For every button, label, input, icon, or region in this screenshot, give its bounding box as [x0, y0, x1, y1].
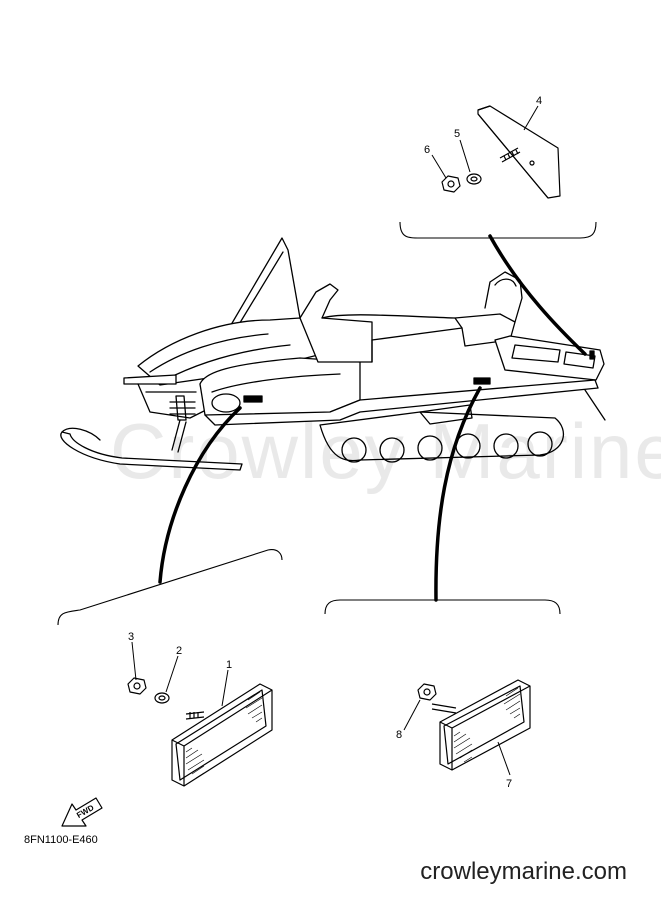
snowmobile-illustration — [60, 237, 606, 471]
callout-leaders-right — [403, 699, 511, 776]
callout-3: 3 — [128, 631, 134, 643]
plate-4-drawing — [441, 105, 561, 199]
callout-2: 2 — [176, 645, 182, 657]
callout-1: 1 — [226, 659, 232, 671]
callout-7: 7 — [506, 778, 512, 790]
detail-panel-top — [399, 221, 597, 239]
reflector-1-drawing — [127, 677, 273, 787]
leader-lines — [158, 234, 587, 602]
part-code-label: 8FN1100-E460 — [24, 834, 98, 846]
detail-panel-right — [324, 599, 561, 615]
callout-4: 4 — [536, 95, 542, 107]
callout-leaders-top — [431, 105, 539, 179]
detail-panel-left — [57, 549, 283, 626]
callout-8: 8 — [396, 729, 402, 741]
callout-6: 6 — [424, 144, 430, 156]
callout-5: 5 — [454, 128, 460, 140]
reflector-7-drawing — [417, 679, 531, 771]
watermark-text: Crowley Marine — [110, 407, 661, 495]
callout-leaders-left — [131, 641, 229, 707]
fwd-arrow-icon: FWD — [61, 797, 103, 827]
site-url-text: crowleymarine.com — [420, 858, 627, 885]
